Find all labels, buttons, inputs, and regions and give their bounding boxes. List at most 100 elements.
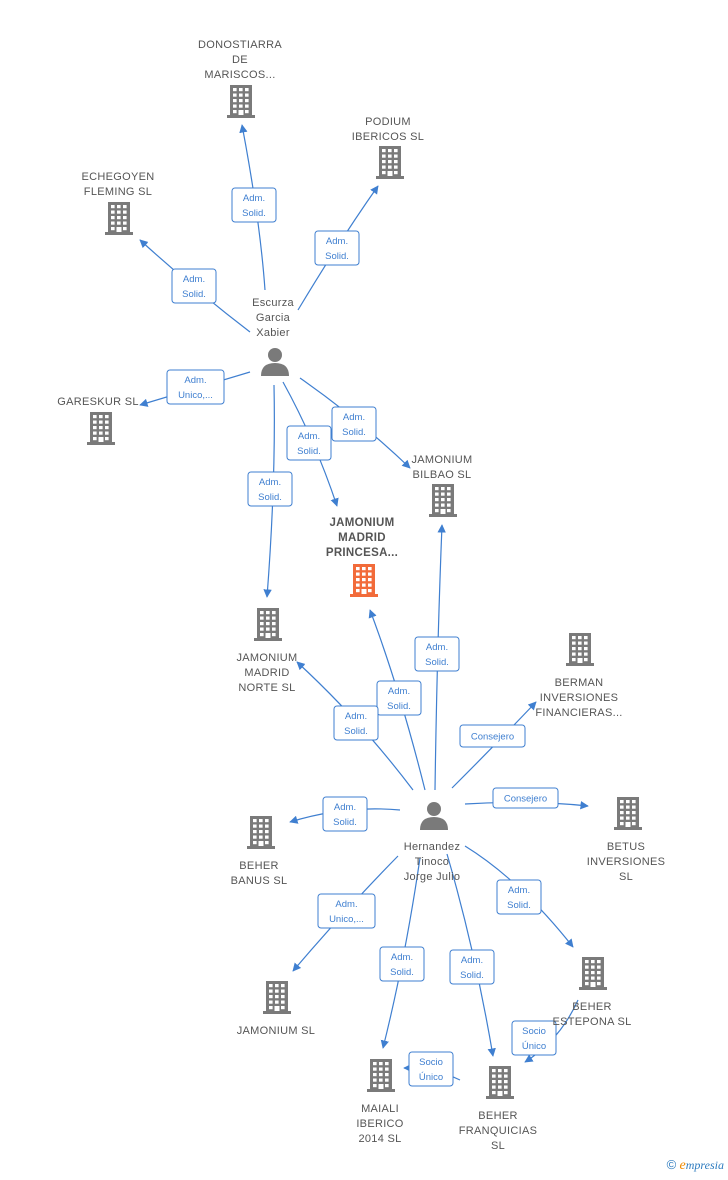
copyright-symbol: © [666, 1157, 677, 1172]
node-label: FINANCIERAS... [535, 707, 622, 719]
node-label: JAMONIUM [236, 652, 297, 664]
building-icon [579, 957, 607, 990]
node-label: INVERSIONES [587, 856, 666, 868]
edge-label-escurza-to-jam_bilbao[interactable]: Adm.Solid. [331, 406, 377, 442]
edge-label-text: Adm. [243, 193, 265, 204]
edge-label-hernandez-to-beher_banus[interactable]: Adm. Solid. [322, 796, 368, 832]
edge-label-text: Solid. [182, 289, 206, 300]
node-label: Xabier [256, 327, 290, 339]
edge-label-text: Consejero [471, 732, 514, 743]
node-label: Hernandez [404, 841, 461, 853]
node-label: JAMONIUM SL [237, 1025, 315, 1037]
edge-label-box [317, 893, 376, 929]
node-label: Escurza [252, 297, 294, 309]
empresia-watermark: © empresia [667, 1157, 724, 1174]
node-beher_estepona[interactable]: BEHER ESTEPONA SL [552, 957, 631, 1028]
building-icon [263, 981, 291, 1014]
node-gareskur[interactable]: GARESKUR SL [57, 396, 139, 445]
node-label: Garcia [256, 312, 291, 324]
node-label: IBERICO [356, 1118, 403, 1130]
edge-label-escurza-to-gareskur[interactable]: Adm.Unico,... [166, 369, 225, 405]
edge-label-hernandez-to-beher_estepona[interactable]: Adm. Solid. [496, 879, 542, 915]
node-label: ESTEPONA SL [552, 1016, 631, 1028]
node-label: BEHER [239, 860, 278, 872]
edge-label-box [376, 680, 422, 716]
edge-label-text: Adm. [326, 236, 348, 247]
node-label: DONOSTIARRA [198, 39, 282, 51]
node-label: MAIALI [361, 1103, 399, 1115]
edge-label-hernandez-to-beher_franquicias[interactable]: Adm. Solid. [449, 949, 495, 985]
edge-label-text: Consejero [504, 794, 547, 805]
edge-label-box [511, 1020, 557, 1056]
edge-label-hernandez-to-maiali[interactable]: Adm.Solid. [379, 946, 425, 982]
edge-label-text: Adm. [343, 412, 365, 423]
edge-label-escurza-to-jam_madrid_norte[interactable]: Adm.Solid. [247, 471, 293, 507]
edge-label-box [286, 425, 332, 461]
edge-label-box [496, 879, 542, 915]
node-label: FLEMING SL [84, 186, 152, 198]
node-label: ECHEGOYEN [82, 171, 155, 183]
edge-label-text: Solid. [333, 817, 357, 828]
edge-label-text: Adm. [183, 274, 205, 285]
edge-label-escurza-to-podium[interactable]: Adm. Solid. [314, 230, 360, 266]
edges-layer [139, 124, 589, 1081]
edge-label-text: Adm. [334, 802, 356, 813]
edge-label-text: Solid. [387, 701, 411, 712]
edge-label-hernandez-to-jam_madrid_norte[interactable]: Adm.Solid. [333, 705, 379, 741]
node-jam_madrid_princesa[interactable]: JAMONIUMMADRIDPRINCESA... [326, 517, 398, 597]
node-jamonium_sl[interactable]: JAMONIUM SL [237, 981, 315, 1037]
edge-label-hernandez-to-jamonium_sl[interactable]: Adm.Unico,... [317, 893, 376, 929]
edge-label-escurza-to-jam_madrid_princesa[interactable]: Adm.Solid. [286, 425, 332, 461]
edge-label-escurza-to-donostiarra[interactable]: Adm. Solid. [231, 187, 277, 223]
edge-label-text: Adm. [508, 885, 530, 896]
edge-label-text: Socio [419, 1057, 443, 1068]
edge-label-hernandez-to-jam_madrid_princesa[interactable]: Adm. Solid. [376, 680, 422, 716]
edge-label-hernandez-to-berman[interactable]: Consejero [459, 724, 526, 748]
node-label: MADRID [338, 532, 386, 544]
edge-label-text: Único [419, 1072, 443, 1083]
brand-name: mpresia [685, 1158, 724, 1172]
building-icon [614, 797, 642, 830]
node-label: MARISCOS... [204, 69, 275, 81]
edge-label-text: Solid. [297, 446, 321, 457]
node-echegoyen[interactable]: ECHEGOYEN FLEMING SL [82, 171, 155, 235]
node-label: SL [619, 871, 633, 883]
node-label: JAMONIUM [411, 454, 472, 466]
edge-label-box [331, 406, 377, 442]
edge-label-text: Adm. [461, 955, 483, 966]
building-icon [105, 202, 133, 235]
edge-label-box [247, 471, 293, 507]
node-label: BEHER [572, 1001, 611, 1013]
edge-label-text: Solid. [507, 900, 531, 911]
building-icon [486, 1066, 514, 1099]
edge-label-text: Solid. [460, 970, 484, 981]
edge-label-box [379, 946, 425, 982]
edge-label-text: Solid. [242, 208, 266, 219]
node-label: BERMAN [555, 677, 604, 689]
node-label: GARESKUR SL [57, 396, 139, 408]
edge-label-hernandez-to-betus[interactable]: Consejero [492, 787, 559, 809]
node-berman[interactable]: BERMANINVERSIONESFINANCIERAS... [535, 633, 622, 719]
node-label: JAMONIUM [329, 517, 394, 529]
edge-label-text: Solid. [325, 251, 349, 262]
edge-label-hernandez-to-jam_bilbao[interactable]: Adm.Solid. [414, 636, 460, 672]
edge-label-text: Adm. [184, 375, 206, 386]
node-donostiarra[interactable]: DONOSTIARRADEMARISCOS... [198, 39, 282, 118]
edge-label-box [492, 787, 559, 809]
edge-label-text: Adm. [388, 686, 410, 697]
edge-label-escurza-to-echegoyen[interactable]: Adm. Solid. [171, 268, 217, 304]
building-icon [227, 85, 255, 118]
edge-label-text: Unico,... [329, 914, 364, 925]
